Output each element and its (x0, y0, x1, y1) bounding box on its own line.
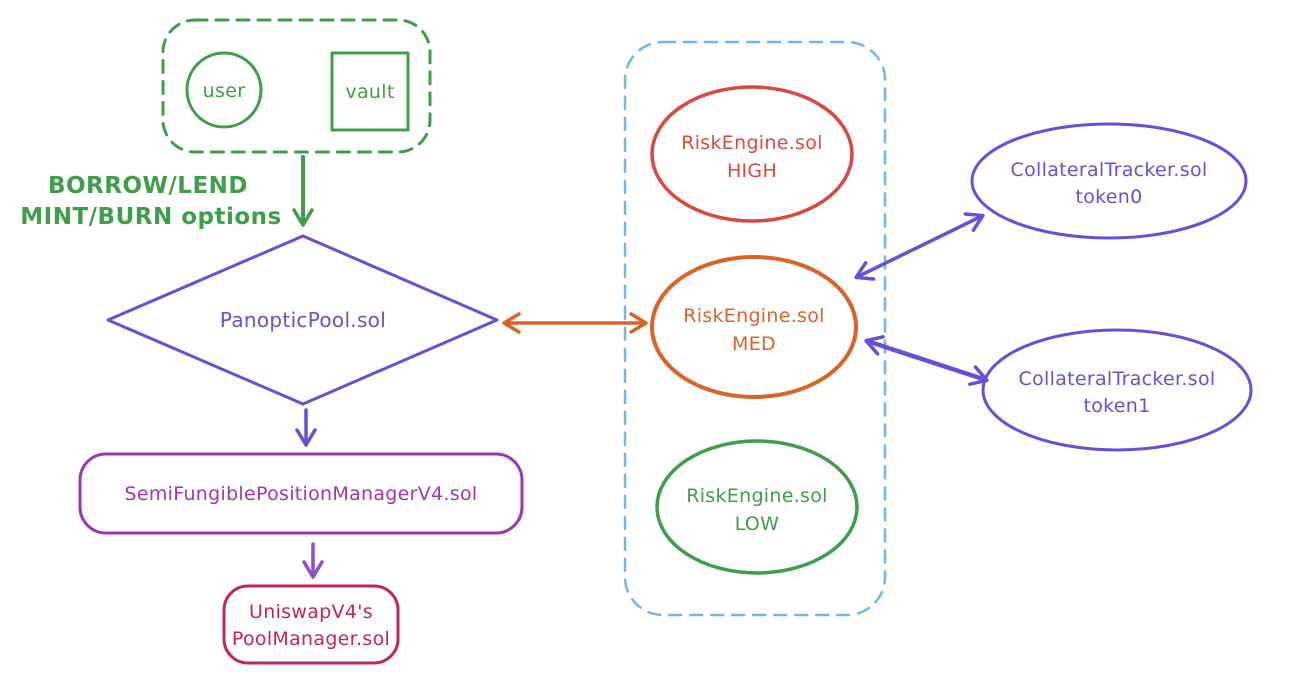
collateral-tracker-token1-node: CollateralTracker.sol token1 (981, 328, 1253, 452)
uniswap-poolmanager-line-1: UniswapV4's (249, 601, 373, 623)
collateral-tracker-token0-ellipse (970, 122, 1248, 240)
collateral-tracker-token1-ellipse (981, 328, 1253, 452)
vault-label: vault (345, 81, 394, 103)
risk-engine-med-name: RiskEngine.sol (683, 305, 825, 327)
borrow-lend-annotation: BORROW/LEND MINT/BURN options (20, 173, 281, 230)
uniswap-poolmanager-box (222, 584, 400, 665)
arrow-med-to-token1 (864, 335, 989, 386)
sfpm-label: SemiFungiblePositionManagerV4.sol (125, 483, 478, 505)
collateral-tracker-token0-node: CollateralTracker.sol token0 (970, 122, 1248, 240)
collateral-tracker-token0-token: token0 (1075, 186, 1142, 208)
risk-engine-low-level: LOW (735, 513, 780, 535)
vault-square (330, 51, 410, 132)
risk-engine-med-level: MED (732, 333, 776, 355)
user-circle (185, 51, 263, 129)
risk-engine-med-ellipse (650, 255, 858, 399)
sfpm-node: SemiFungiblePositionManagerV4.sol (78, 452, 524, 535)
user-label: user (203, 80, 246, 102)
panoptic-pool-node: PanopticPool.sol (106, 234, 499, 406)
risk-engine-high-name: RiskEngine.sol (681, 132, 823, 154)
risk-engine-med-node: RiskEngine.sol MED (650, 255, 858, 399)
user-vault-group: user vault (161, 18, 432, 154)
collateral-tracker-token1-token: token1 (1083, 395, 1150, 417)
uniswap-poolmanager-node: UniswapV4's PoolManager.sol (222, 584, 400, 665)
risk-engine-low-ellipse (655, 439, 859, 575)
collateral-tracker-token1-name: CollateralTracker.sol (1019, 368, 1216, 390)
risk-engine-low-name: RiskEngine.sol (686, 485, 828, 507)
panoptic-pool-diamond (106, 234, 499, 406)
annotation-line-1: BORROW/LEND (48, 173, 248, 199)
annotation-line-2: MINT/BURN options (20, 204, 281, 230)
risk-engine-high-ellipse (650, 85, 854, 223)
uniswap-poolmanager-line-2: PoolManager.sol (232, 628, 390, 650)
sfpm-box (78, 452, 524, 535)
risk-engine-high-node: RiskEngine.sol HIGH (650, 85, 854, 223)
collateral-tracker-token0-name: CollateralTracker.sol (1011, 159, 1208, 181)
arrow-med-to-token0 (854, 212, 985, 281)
user-vault-dashed-container (161, 18, 432, 154)
risk-engine-high-level: HIGH (727, 160, 777, 182)
risk-engine-low-node: RiskEngine.sol LOW (655, 439, 859, 575)
panoptic-pool-label: PanopticPool.sol (220, 308, 386, 332)
